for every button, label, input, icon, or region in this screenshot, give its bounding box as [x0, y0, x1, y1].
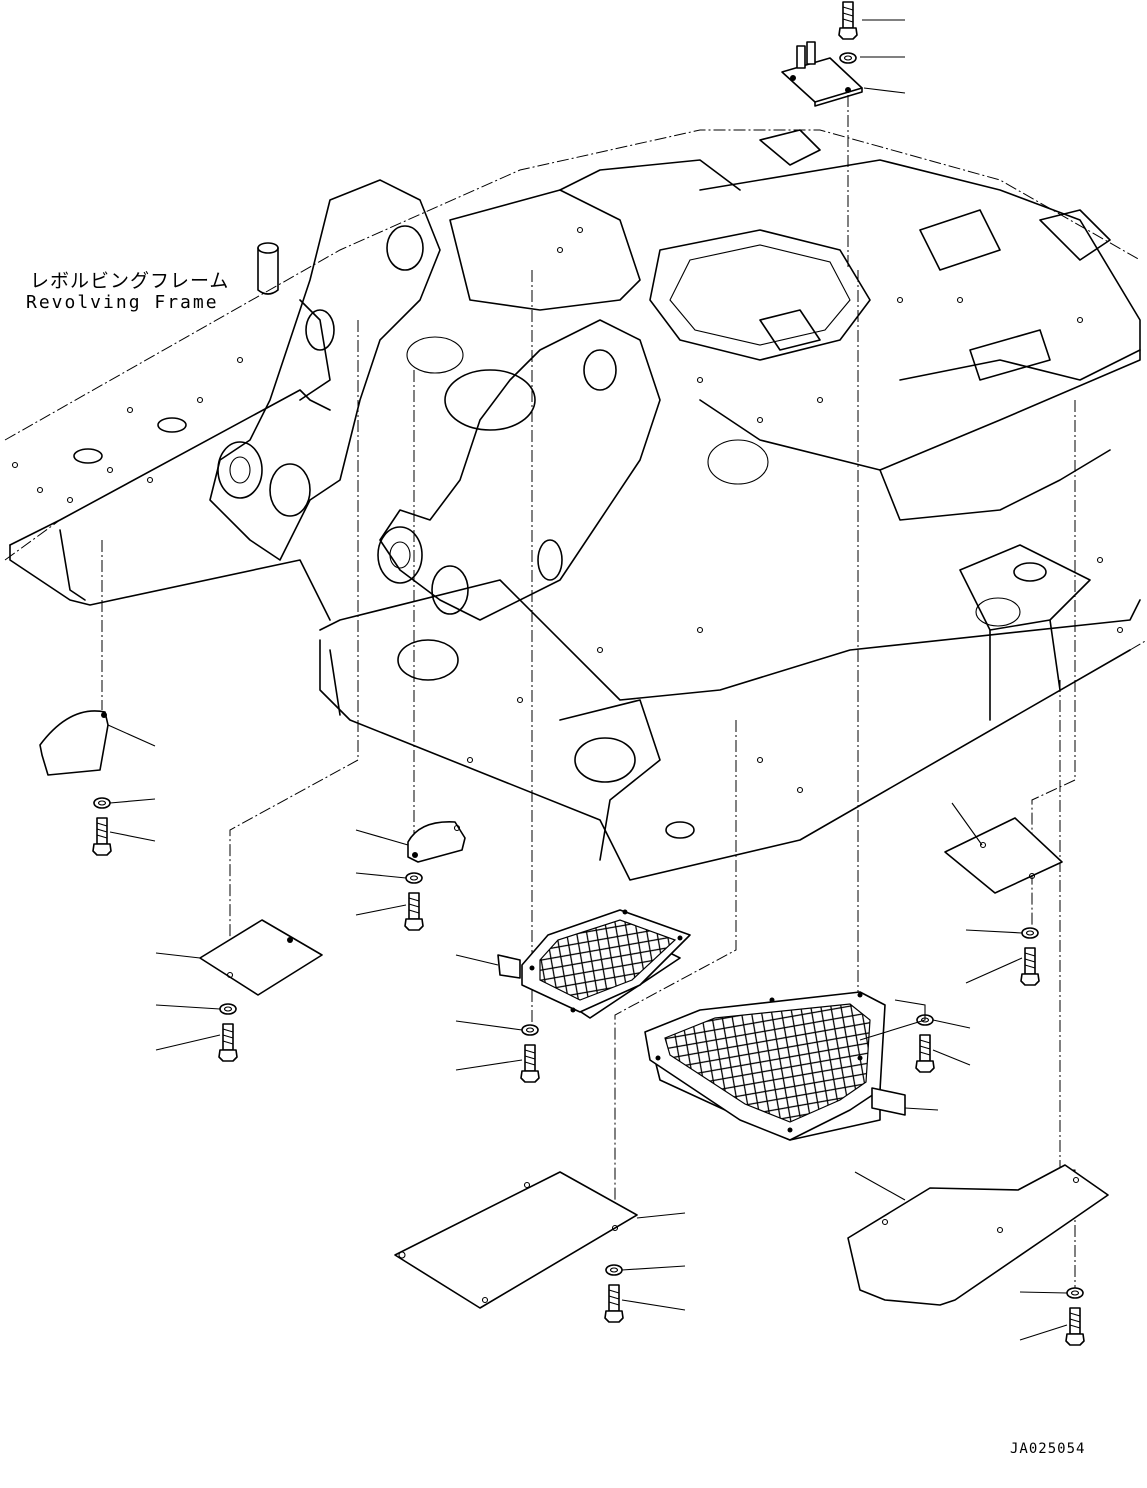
assembly-lines — [101, 95, 1076, 1290]
plate-right — [944, 802, 1063, 986]
round-cover-center — [355, 821, 466, 931]
revolving-frame-label-jp: レボルビングフレーム — [30, 270, 230, 292]
undercover-plate-right — [847, 1164, 1109, 1346]
top-bracket-assembly — [781, 1, 906, 107]
mesh-grille-center — [455, 909, 691, 1083]
drawing-code: JA025054 — [1010, 1441, 1086, 1457]
revolving-frame-label-en: Revolving Frame — [26, 292, 219, 313]
undercover-plate-left — [394, 1171, 686, 1323]
mesh-grille-large — [644, 991, 971, 1141]
revolving-frame — [4, 129, 1147, 881]
plate-left — [155, 919, 323, 1062]
left-cover-group — [39, 710, 156, 856]
